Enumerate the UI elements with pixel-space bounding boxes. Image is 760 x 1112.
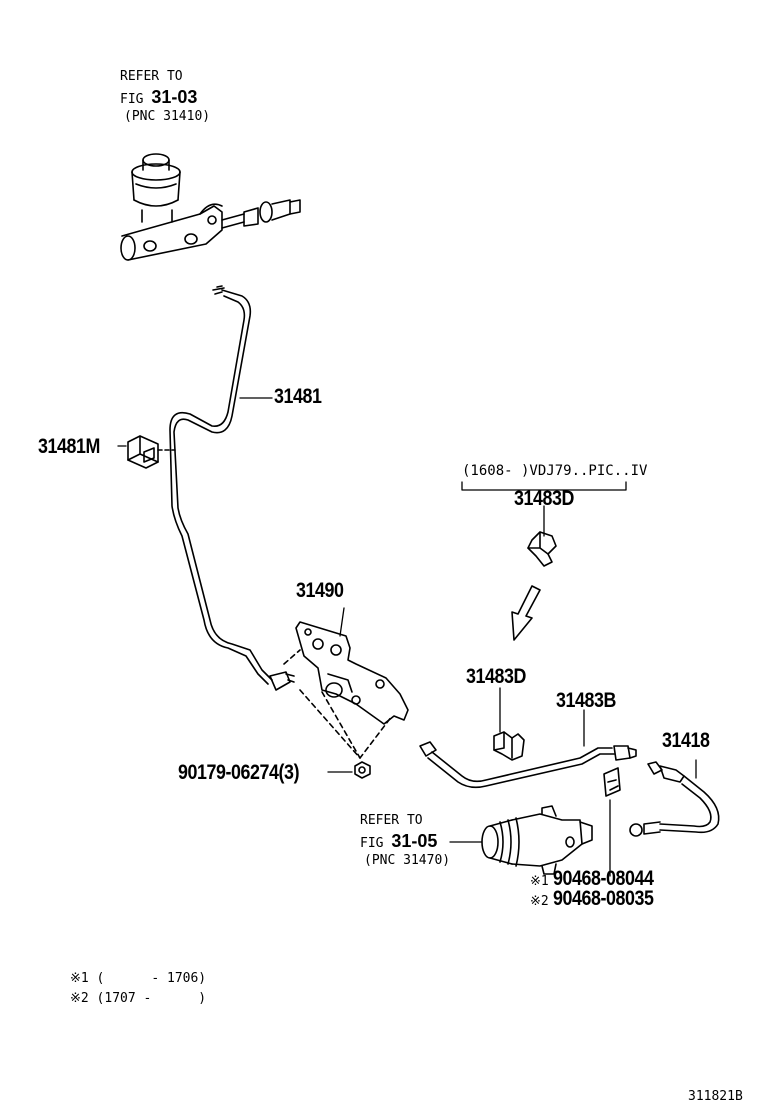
- clip-31483D-drawing: [493, 687, 525, 761]
- mark-2: ※2: [530, 894, 549, 909]
- applicability-note: (1608- )VDJ79..PIC..IV: [462, 463, 648, 479]
- part-90468-08035-row[interactable]: ※2 90468-08035: [530, 888, 672, 909]
- fig-prefix: FIG: [120, 92, 152, 107]
- fig-number: 31-03: [151, 87, 198, 107]
- fig-reference-top[interactable]: FIG 31-03: [120, 88, 197, 106]
- part-31490-label[interactable]: 31490: [296, 579, 344, 602]
- mark-1: ※1: [530, 874, 549, 889]
- part-90468-08044-label: 90468-08044: [553, 867, 654, 890]
- part-31483D-label[interactable]: 31483D: [466, 665, 526, 688]
- hose-31418-drawing: [629, 759, 720, 837]
- direction-arrow: [511, 585, 541, 641]
- clip-90468-drawing: [603, 767, 621, 877]
- part-31483D-top-label[interactable]: 31483D: [514, 487, 574, 510]
- part-90179-label[interactable]: 90179-06274(3): [178, 761, 300, 784]
- part-31418-label[interactable]: 31418: [662, 729, 710, 752]
- part-31483B-label[interactable]: 31483B: [556, 689, 616, 712]
- pnc-top-label: (PNC 31410): [124, 109, 211, 124]
- fig-reference-bottom[interactable]: FIG 31-05: [360, 832, 437, 850]
- clip-31483D-top-drawing: [461, 481, 627, 567]
- part-31481-label[interactable]: 31481: [274, 385, 322, 408]
- part-90468-08035-label: 90468-08035: [553, 887, 654, 910]
- master-cylinder-drawing: [120, 153, 301, 261]
- fig-prefix: FIG: [360, 836, 392, 851]
- legend-mark-2: ※2 (1707 - ): [70, 991, 207, 1006]
- clutch-pipe-31481: [169, 285, 295, 691]
- bracket-31490-drawing: [283, 607, 409, 759]
- refer-to-top-label: REFER TO: [120, 69, 183, 84]
- refer-to-bottom-label: REFER TO: [360, 813, 423, 828]
- release-cylinder-drawing: [449, 805, 593, 875]
- pnc-bottom-label: (PNC 31470): [364, 853, 451, 868]
- fig-number: 31-05: [391, 831, 438, 851]
- part-90468-08044-row[interactable]: ※1 90468-08044: [530, 868, 672, 889]
- nut-90179-drawing: [327, 761, 371, 779]
- hose-31483B-drawing: [419, 709, 637, 789]
- clamp-31481M-drawing: [117, 435, 176, 469]
- part-31481M-label[interactable]: 31481M: [38, 435, 100, 458]
- legend-mark-1: ※1 ( - 1706): [70, 971, 207, 986]
- figure-id: 311821B: [688, 1089, 743, 1104]
